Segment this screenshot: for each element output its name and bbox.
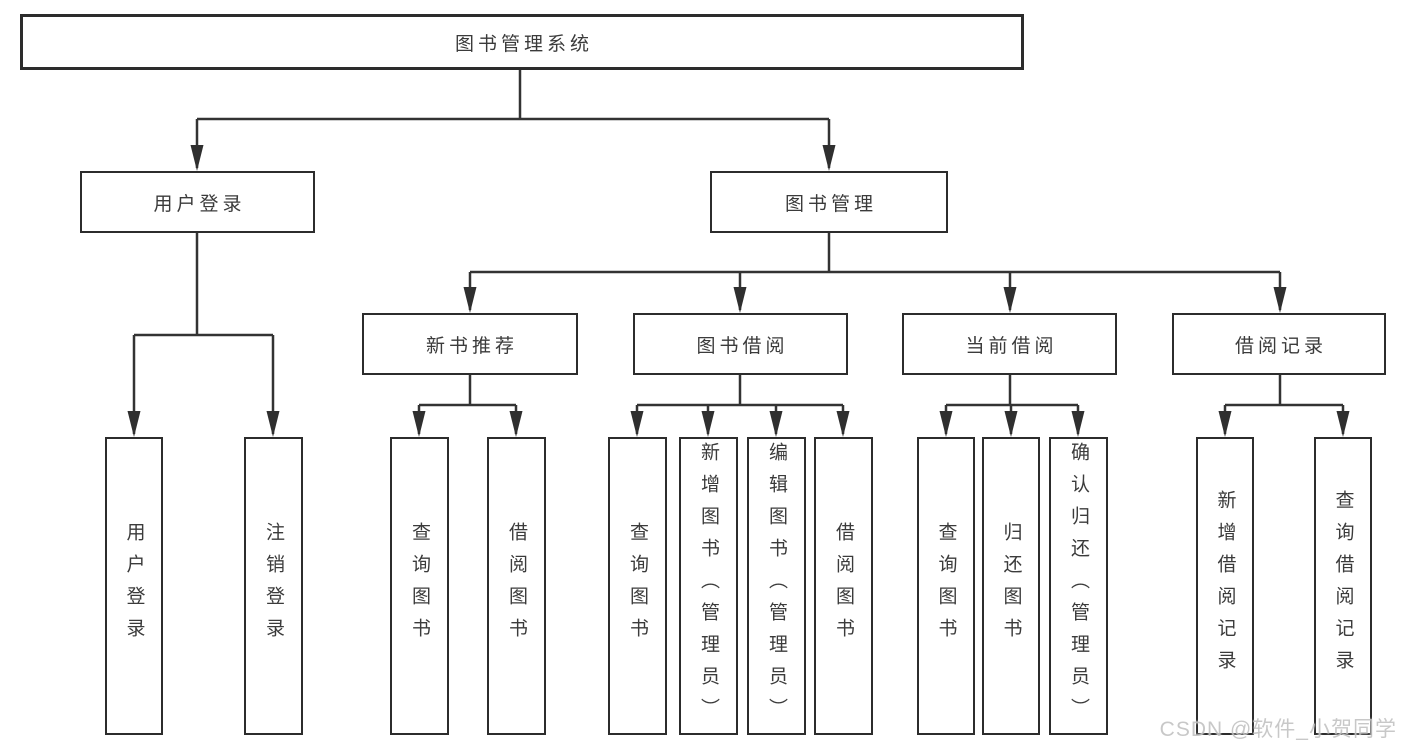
leaf-label: 新增图书（管理员）: [698, 442, 719, 730]
arrow-down-icon: [1003, 287, 1017, 313]
leaf-label: 编辑图书（管理员）: [766, 442, 787, 730]
leaf-borrow-books: 借阅图书: [487, 437, 546, 735]
leaf-label: 查询图书: [935, 522, 957, 650]
arrow-down-icon: [701, 411, 715, 437]
arrow-down-icon: [836, 411, 850, 437]
node-library-management-system: 图书管理系统: [20, 14, 1024, 70]
connector-book-borrow-to-leaves: [635, 375, 845, 434]
arrow-down-icon: [769, 411, 783, 437]
arrow-down-icon: [1004, 411, 1018, 437]
leaf-add-borrow-record: 新增借阅记录: [1196, 437, 1254, 735]
leaf-borrow-books: 借阅图书: [814, 437, 873, 735]
connector-new-book-recommend-to-leaves: [417, 375, 518, 434]
node-borrow-records: 借阅记录: [1172, 313, 1386, 375]
arrow-down-icon: [1273, 287, 1287, 313]
leaf-user-login: 用户登录: [105, 437, 163, 735]
arrow-down-icon: [630, 411, 644, 437]
leaf-label: 注销登录: [263, 522, 284, 650]
leaf-label: 用户登录: [123, 522, 145, 650]
leaf-edit-books-admin: 编辑图书（管理员）: [747, 437, 806, 735]
leaf-label: 确认归还（管理员）: [1068, 442, 1089, 730]
leaf-query-books: 查询图书: [390, 437, 449, 735]
arrow-down-icon: [1218, 411, 1232, 437]
leaf-label: 新增借阅记录: [1214, 490, 1236, 682]
arrow-down-icon: [190, 145, 204, 171]
arrow-down-icon: [822, 145, 836, 171]
leaf-label: 查询图书: [409, 522, 430, 650]
leaf-confirm-return-admin: 确认归还（管理员）: [1049, 437, 1108, 735]
connector-user-login-to-leaves: [132, 233, 275, 434]
leaf-query-borrow-record: 查询借阅记录: [1314, 437, 1372, 735]
leaf-label: 查询借阅记录: [1332, 490, 1354, 682]
arrow-down-icon: [733, 287, 747, 313]
arrow-down-icon: [1336, 411, 1350, 437]
arrow-down-icon: [1071, 411, 1085, 437]
connector-borrow-records-to-leaves: [1223, 375, 1345, 434]
leaf-logout: 注销登录: [244, 437, 303, 735]
node-book-borrow: 图书借阅: [633, 313, 848, 375]
arrow-down-icon: [509, 411, 523, 437]
node-current-borrow: 当前借阅: [902, 313, 1117, 375]
arrow-down-icon: [463, 287, 477, 313]
connector-root-to-level2: [195, 70, 831, 168]
leaf-query-books: 查询图书: [917, 437, 975, 735]
arrow-down-icon: [939, 411, 953, 437]
leaf-query-books: 查询图书: [608, 437, 667, 735]
csdn-watermark: CSDN @软件_小贺同学: [1159, 718, 1397, 741]
connector-book-management-to-level3: [468, 233, 1282, 310]
node-user-login: 用户登录: [80, 171, 315, 233]
node-new-book-recommend: 新书推荐: [362, 313, 578, 375]
leaf-label: 查询图书: [627, 522, 648, 650]
node-book-management: 图书管理: [710, 171, 948, 233]
arrow-down-icon: [412, 411, 426, 437]
leaf-add-books-admin: 新增图书（管理员）: [679, 437, 738, 735]
arrow-down-icon: [266, 411, 280, 437]
leaf-label: 借阅图书: [506, 522, 527, 650]
leaf-label: 归还图书: [1000, 522, 1022, 650]
leaf-return-books: 归还图书: [982, 437, 1040, 735]
arrow-down-icon: [127, 411, 141, 437]
leaf-label: 借阅图书: [833, 522, 854, 650]
